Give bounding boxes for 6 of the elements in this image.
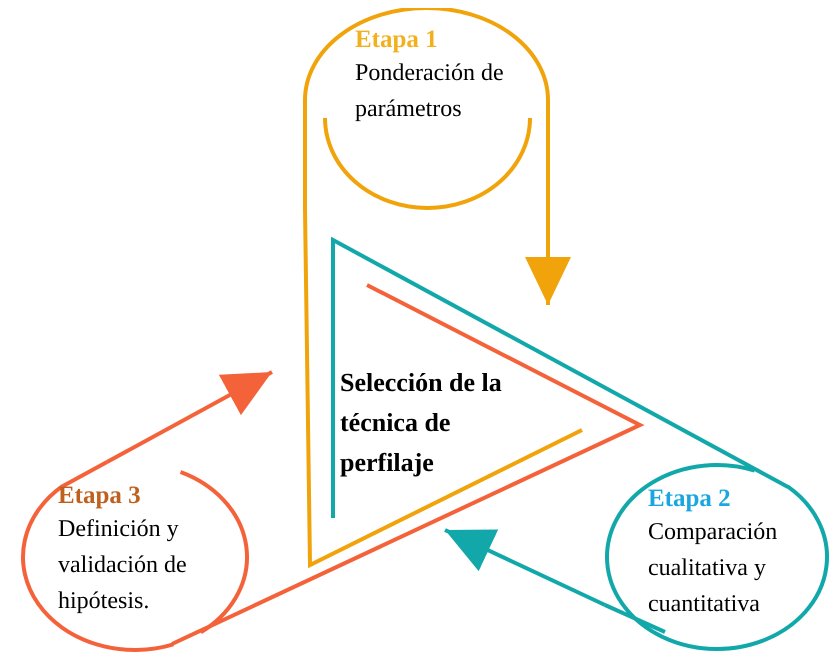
arrow	[444, 528, 606, 607]
stage-title: Etapa 2	[648, 484, 732, 514]
stage-description: Comparación cualitativa y cuantitativa	[648, 518, 778, 619]
arrow	[106, 370, 273, 464]
arrow	[525, 210, 571, 305]
central-text: Selección de la técnica de perfilaje	[340, 367, 503, 479]
